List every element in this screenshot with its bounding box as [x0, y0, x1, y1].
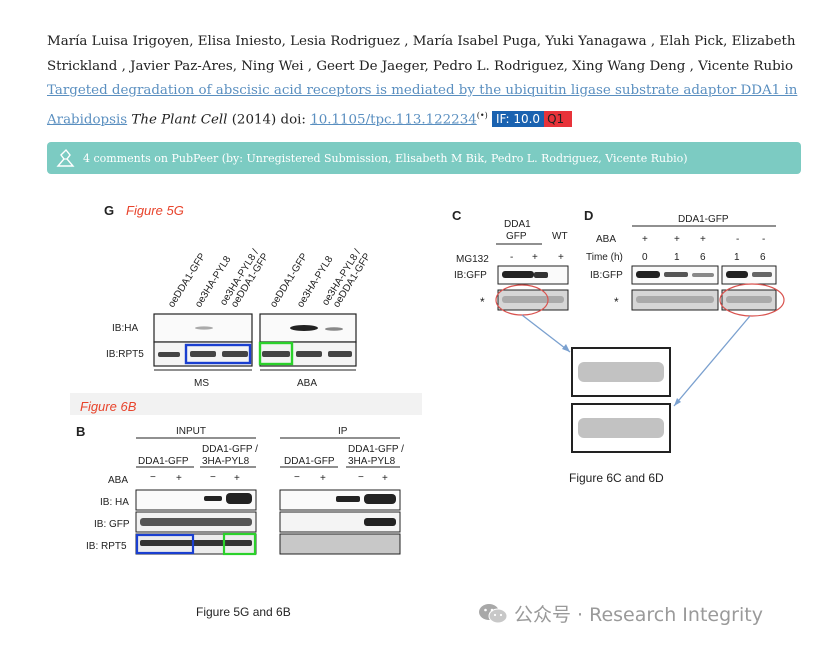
fig6d-aba-sign: -	[736, 234, 739, 245]
fig6d-letter: D	[584, 208, 593, 223]
authors-line-1: María Luisa Irigoyen, Elisa Iniesto, Les…	[47, 34, 796, 49]
fig6b-sign: −	[150, 472, 156, 483]
quartile-badge: Q1	[544, 110, 573, 127]
authors-line-2: Strickland , Javier Paz-Ares, Ning Wei ,…	[47, 58, 794, 74]
fig6d-time-val: 6	[760, 252, 766, 263]
caption-6c-6d: Figure 6C and 6D	[569, 471, 664, 485]
fig6b-sign: +	[176, 473, 182, 484]
fig6c-sign: -	[510, 252, 513, 263]
fig5g-label: Figure 5G	[126, 203, 184, 218]
fig6b-letter: B	[76, 424, 85, 439]
fig6c-mg132: MG132	[456, 254, 489, 265]
fig6d-aba-sign: -	[762, 234, 765, 245]
fig6b-ip-g2b: 3HA-PYL8	[348, 456, 396, 467]
fig6b-input-g1: DDA1-GFP	[138, 456, 189, 467]
fig6d-aba-label: ABA	[596, 234, 616, 245]
fig5g-row-rpt5: IB:RPT5	[106, 349, 144, 360]
wechat-icon	[479, 603, 508, 623]
fig6d-time-val: 1	[734, 252, 740, 263]
fig6d-aba-sign: +	[642, 234, 648, 245]
article-title-link[interactable]: Targeted degradation of abscisic acid re…	[47, 83, 798, 127]
fig6b-sign: −	[294, 472, 300, 483]
journal-name: The Plant Cell	[131, 111, 228, 127]
fig6d-time-val: 6	[700, 252, 706, 263]
fig6b-sign: +	[234, 473, 240, 484]
fig6b-ip-g2a: DDA1-GFP /	[348, 444, 404, 455]
fig6b-sign: +	[320, 473, 326, 484]
fig6b-ip-label: IP	[338, 426, 348, 437]
fig6c-col1b: GFP	[506, 231, 527, 242]
fig6b-ip-g1: DDA1-GFP	[284, 456, 335, 467]
fig6b-sign: −	[358, 472, 364, 483]
caption-5g-6b: Figure 5G and 6B	[196, 605, 291, 619]
watermark: 公众号 · Research Integrity	[478, 600, 763, 627]
fig6d-time-val: 0	[642, 252, 648, 263]
fig6b-row-ha: IB: HA	[100, 497, 129, 508]
fig6b-blue-box	[135, 533, 195, 555]
fig5g-blue-box	[184, 343, 252, 365]
pubpeer-comments-bar[interactable]: 4 comments on PubPeer (by: Unregistered …	[47, 142, 801, 174]
fig6c-col2: WT	[552, 231, 568, 242]
citation-block: María Luisa Irigoyen, Elisa Iniesto, Les…	[47, 30, 807, 132]
pubpeer-logo-icon	[56, 148, 75, 167]
fig6b-row-gfp: IB: GFP	[94, 519, 130, 530]
fig6d-red-circle	[719, 283, 785, 317]
fig5g-cond-ms: MS	[194, 378, 209, 389]
figure-5g-6b: G Figure 5G oeDDA1-GFP oe3HA-PYL8 oe3HA-…	[70, 198, 422, 590]
fig5g-row-ha: IB:HA	[112, 323, 138, 334]
fig6c-col1a: DDA1	[504, 219, 531, 230]
fig6b-input-g2b: 3HA-PYL8	[202, 456, 250, 467]
fig6b-input-g2a: DDA1-GFP /	[202, 444, 258, 455]
fig6b-row-rpt5: IB: RPT5	[86, 541, 127, 552]
watermark-text: 公众号 · Research Integrity	[514, 604, 763, 626]
fig6b-green-box	[222, 532, 257, 556]
doi-label: doi:	[280, 111, 306, 127]
fig6d-aba-sign: +	[674, 234, 680, 245]
fig6d-row-gfp: IB:GFP	[590, 270, 623, 281]
fig6b-sign: +	[382, 473, 388, 484]
fig6c-sign: +	[532, 252, 538, 263]
fig6d-header: DDA1-GFP	[678, 214, 729, 225]
fig6d-time-label: Time (h)	[586, 252, 623, 263]
fig6c-sign: +	[558, 252, 564, 263]
fig5g-letter: G	[104, 203, 114, 218]
fig6c-row-star: *	[480, 295, 485, 309]
fig6d-aba-sign: +	[700, 234, 706, 245]
fig6b-input-label: INPUT	[176, 426, 206, 437]
doi-radio-icon: (•)	[476, 110, 488, 120]
fig6d-time-val: 1	[674, 252, 680, 263]
citation-line: Targeted degradation of abscisic acid re…	[47, 79, 807, 132]
fig6b-aba-label: ABA	[108, 475, 128, 486]
fig5g-cond-aba: ABA	[297, 378, 317, 389]
fig6d-row-star: *	[614, 295, 619, 309]
fig6c-letter: C	[452, 208, 462, 223]
fig6b-label: Figure 6B	[80, 399, 137, 414]
year: (2014)	[231, 111, 277, 127]
fig6b-sign: −	[210, 472, 216, 483]
pubpeer-comments-text: 4 comments on PubPeer (by: Unregistered …	[83, 151, 688, 165]
impact-factor-badge: IF: 10.0	[491, 110, 545, 127]
figure-6c-6d: C DDA1 GFP WT MG132 - + + IB:GFP * D DDA…	[452, 208, 785, 453]
doi-link[interactable]: 10.1105/tpc.113.122234	[310, 111, 477, 127]
fig6c-row-gfp: IB:GFP	[454, 270, 487, 281]
fig5g-green-box	[258, 341, 294, 366]
